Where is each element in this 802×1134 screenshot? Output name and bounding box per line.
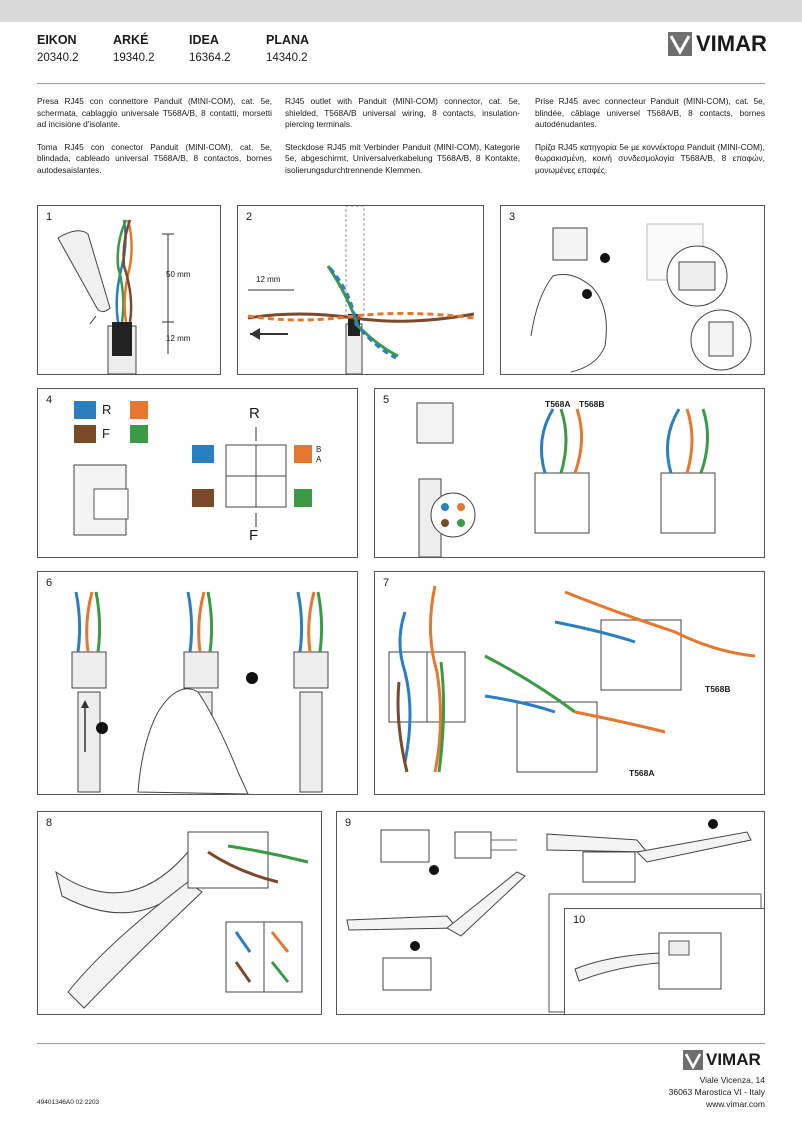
- panel-number: 8: [46, 817, 53, 829]
- tool-latch-illustration: [574, 932, 722, 990]
- panel-step-1: 1 50 mm 12 mm: [37, 205, 221, 375]
- panel-number: 5: [383, 394, 390, 406]
- series-name-idea: IDEA: [189, 33, 219, 47]
- label-t568b: T568B: [705, 684, 731, 694]
- dimension-12mm: 12 mm: [166, 334, 191, 343]
- series-name-arke: ARKÉ: [113, 33, 149, 47]
- wiring-scheme-illustration: [416, 402, 716, 557]
- vimar-logo-icon: [683, 1050, 703, 1070]
- panel-step-3: 3: [500, 205, 765, 375]
- footer-brand-logo: VIMAR: [683, 1050, 761, 1070]
- series-code-eikon: 20340.2: [37, 52, 79, 64]
- label-t568a: T568A: [545, 399, 571, 409]
- series-code-arke: 19340.2: [113, 52, 155, 64]
- panel-step-6: 6: [37, 571, 358, 795]
- panel-number: 10: [573, 914, 586, 926]
- description-german: Steckdose RJ45 mit Verbinder Panduit (MI…: [285, 141, 520, 175]
- label-f-large: F: [249, 527, 259, 544]
- panel-number: 6: [46, 577, 53, 589]
- color-code-illustration: [73, 401, 312, 536]
- cable-strip-illustration: [57, 219, 174, 374]
- panel-step-2: 2 12 mm: [237, 205, 484, 375]
- document-code: 49401346A0 02 2203: [37, 1099, 100, 1106]
- footer-address-1: Viale Vicenza, 14: [699, 1075, 765, 1085]
- label-a: A: [316, 455, 322, 464]
- wire-fold-illustration: [247, 206, 475, 374]
- description-italian: Presa RJ45 con connettore Panduit (MINI-…: [37, 96, 272, 130]
- pliers-illustration: [55, 831, 309, 1009]
- description-greek: Πρίζα RJ45 κατηγορία 5e με κοννέκτορα Pa…: [535, 141, 765, 175]
- series-code-plana: 14340.2: [266, 52, 308, 64]
- panel-number: 2: [246, 211, 253, 223]
- footer-brand-name: VIMAR: [706, 1050, 761, 1069]
- cap-insert-illustration: [71, 591, 329, 794]
- description-english: RJ45 outlet with Panduit (MINI-COM) conn…: [285, 96, 520, 130]
- panel-number: 1: [46, 211, 53, 223]
- description-french: Prise RJ45 avec connecteur Panduit (MINI…: [535, 96, 765, 130]
- brand-name: VIMAR: [696, 31, 767, 56]
- label-f-small: F: [102, 426, 110, 441]
- vimar-logo-icon: [668, 32, 692, 56]
- description-column-2: RJ45 outlet with Panduit (MINI-COM) conn…: [285, 96, 520, 188]
- description-column-3: Prise RJ45 avec connecteur Panduit (MINI…: [535, 96, 765, 188]
- series-name-eikon: EIKON: [37, 33, 77, 47]
- panel-number: 3: [509, 211, 516, 223]
- connector-open-illustration: [530, 223, 752, 373]
- panel-number: 4: [46, 394, 53, 406]
- dimension-50mm: 50 mm: [166, 270, 191, 279]
- dimension-12mm: 12 mm: [256, 275, 281, 284]
- label-r-large: R: [249, 405, 260, 422]
- panel-step-8: 8: [37, 811, 322, 1015]
- panel-step-5: 5 T568A T568B: [374, 388, 765, 558]
- top-bar: [0, 0, 802, 22]
- connector-wiring-illustration: [388, 585, 756, 773]
- footer-website[interactable]: www.vimar.com: [705, 1099, 765, 1109]
- footer-divider: [37, 1043, 765, 1044]
- panel-number: 7: [383, 577, 390, 589]
- label-r-small: R: [102, 402, 112, 417]
- panel-step-7: 7 T568B T568A: [374, 571, 765, 795]
- label-t568b: T568B: [579, 399, 605, 409]
- series-name-plana: PLANA: [266, 33, 310, 47]
- label-t568a: T568A: [629, 768, 655, 778]
- footer-address-2: 36063 Marostica VI - Italy: [668, 1087, 765, 1097]
- header-divider: [37, 83, 765, 84]
- label-b: B: [316, 445, 322, 454]
- panel-number: 9: [345, 817, 352, 829]
- panel-step-10: 10: [564, 908, 765, 1015]
- description-column-1: Presa RJ45 con connettore Panduit (MINI-…: [37, 96, 272, 188]
- brand-logo: VIMAR: [668, 31, 767, 57]
- description-spanish: Toma RJ45 con conector Panduit (MINI-COM…: [37, 141, 272, 175]
- panel-step-4: 4 R F R F B A: [37, 388, 358, 558]
- series-code-idea: 16364.2: [189, 52, 231, 64]
